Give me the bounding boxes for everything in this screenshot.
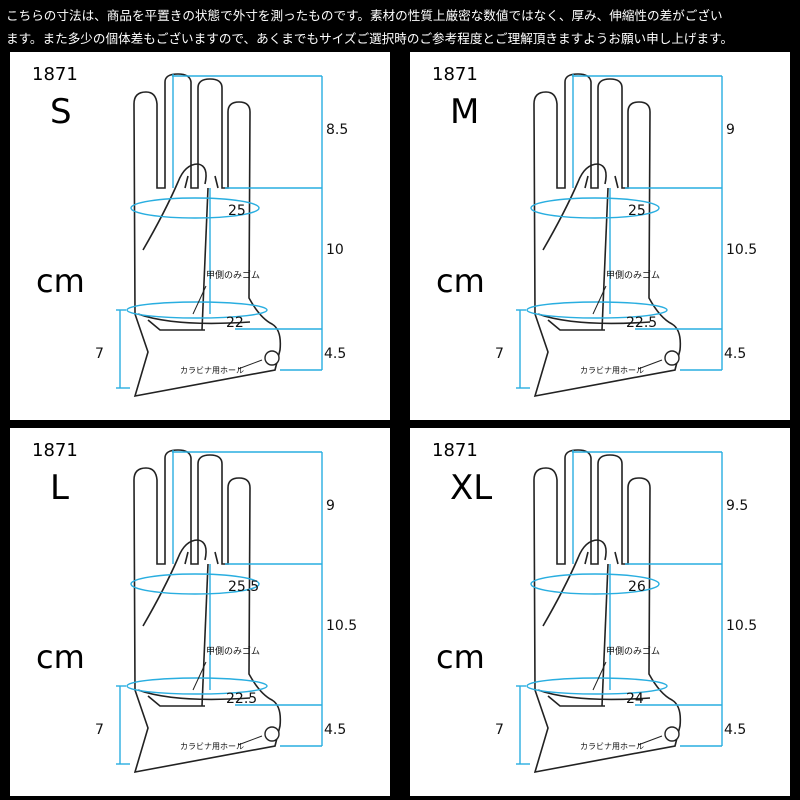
label-cuff-height: 4.5 [324, 722, 346, 738]
label-wrist-girth: 22.5 [226, 691, 257, 707]
label-finger-length: 9.5 [726, 498, 748, 514]
label-finger-length: 9 [326, 498, 335, 514]
label-rubber: 甲側のみゴム [606, 645, 660, 657]
label-rubber: 甲側のみゴム [206, 645, 260, 657]
carabiner-hole-icon [664, 726, 680, 742]
label-carabiner-hole: カラビナ用ホール [580, 742, 644, 751]
thumb-line [542, 539, 607, 627]
rubber-pointer [592, 661, 607, 691]
finger-gaps [584, 551, 619, 565]
wrist-girth-ring [126, 301, 268, 319]
label-wrist-girth: 22.5 [626, 315, 657, 331]
label-cuff-height: 4.5 [724, 722, 746, 738]
size-name: L [50, 468, 69, 508]
label-palm-length: 10.5 [726, 618, 757, 634]
label-cuff-length: 7 [95, 722, 104, 738]
size-panel-xl: 9.5 26 10.5 甲側のみゴム 24 4.5 7 カラビナ用ホール 187… [410, 428, 790, 796]
size-name: XL [450, 468, 493, 508]
product-code: 1871 [432, 64, 478, 85]
cuff-seam [537, 689, 651, 707]
label-hand-girth: 26 [628, 579, 646, 595]
product-code: 1871 [32, 64, 78, 85]
glove-diagram: 9 25 10.5 甲側のみゴム 22.5 4.5 7 カラビナ用ホール [495, 73, 757, 398]
label-wrist-girth: 24 [626, 691, 644, 707]
glove-outline [533, 73, 682, 398]
unit-label: cm [436, 638, 485, 676]
back-seam [601, 563, 609, 707]
glove-outline [133, 449, 282, 774]
label-finger-length: 8.5 [326, 122, 348, 138]
hand-girth-ring [530, 573, 660, 595]
back-seam [201, 563, 209, 707]
hand-girth-ring [130, 197, 260, 219]
thumb-line [142, 539, 207, 627]
label-carabiner-hole: カラビナ用ホール [180, 366, 244, 375]
back-seam [201, 187, 209, 331]
label-rubber: 甲側のみゴム [606, 269, 660, 281]
hand-girth-ring [130, 573, 260, 595]
product-code: 1871 [32, 440, 78, 461]
size-name: M [450, 92, 480, 132]
cuff-seam [537, 313, 651, 331]
size-panel-m: 9 25 10.5 甲側のみゴム 22.5 4.5 7 カラビナ用ホール 187… [410, 52, 790, 420]
wrist-girth-ring [526, 677, 668, 695]
label-carabiner-hole: カラビナ用ホール [180, 742, 244, 751]
carabiner-hole-icon [664, 350, 680, 366]
thumb-line [142, 163, 207, 251]
label-finger-length: 9 [726, 122, 735, 138]
label-rubber: 甲側のみゴム [206, 269, 260, 281]
glove-outline [533, 449, 682, 774]
rubber-pointer [192, 661, 207, 691]
unit-label: cm [436, 262, 485, 300]
carabiner-hole-icon [264, 726, 280, 742]
label-cuff-length: 7 [495, 346, 504, 362]
hole-pointer [237, 359, 263, 370]
rubber-pointer [192, 285, 207, 315]
cuff-seam [137, 313, 251, 331]
size-panel-s: 8.5 25 10 甲側のみゴム 22 4.5 7 カラビナ用ホール 1871 … [10, 52, 390, 420]
size-panel-l: 9 25.5 10.5 甲側のみゴム 22.5 4.5 7 カラビナ用ホール 1… [10, 428, 390, 796]
thumb-line [542, 163, 607, 251]
wrist-girth-ring [126, 677, 268, 695]
cuff-seam [137, 689, 251, 707]
label-palm-length: 10.5 [326, 618, 357, 634]
label-hand-girth: 25 [628, 203, 646, 219]
product-code: 1871 [432, 440, 478, 461]
carabiner-hole-icon [264, 350, 280, 366]
label-cuff-length: 7 [95, 346, 104, 362]
label-cuff-height: 4.5 [724, 346, 746, 362]
glove-diagram: 9.5 26 10.5 甲側のみゴム 24 4.5 7 カラビナ用ホール [495, 449, 757, 774]
glove-outline [133, 73, 282, 398]
glove-diagram: 9 25.5 10.5 甲側のみゴム 22.5 4.5 7 カラビナ用ホール [95, 449, 357, 774]
label-cuff-height: 4.5 [324, 346, 346, 362]
finger-gaps [184, 175, 219, 189]
notice-line-1: こちらの寸法は、商品を平置きの状態で外寸を測ったものです。素材の性質上厳密な数値… [6, 8, 723, 23]
size-notice: こちらの寸法は、商品を平置きの状態で外寸を測ったものです。素材の性質上厳密な数値… [6, 4, 796, 50]
rubber-pointer [592, 285, 607, 315]
unit-label: cm [36, 262, 85, 300]
hole-pointer [237, 735, 263, 746]
label-carabiner-hole: カラビナ用ホール [580, 366, 644, 375]
unit-label: cm [36, 638, 85, 676]
finger-gaps [584, 175, 619, 189]
wrist-girth-ring [526, 301, 668, 319]
label-palm-length: 10.5 [726, 242, 757, 258]
label-hand-girth: 25.5 [228, 579, 259, 595]
back-seam [601, 187, 609, 331]
hand-girth-ring [530, 197, 660, 219]
label-cuff-length: 7 [495, 722, 504, 738]
size-name: S [50, 92, 72, 132]
notice-line-2: ます。また多少の個体差もございますので、あくまでもサイズご選択時のご参考程度とご… [6, 31, 734, 46]
label-wrist-girth: 22 [226, 315, 244, 331]
glove-diagram: 8.5 25 10 甲側のみゴム 22 4.5 7 カラビナ用ホール [95, 73, 348, 398]
label-palm-length: 10 [326, 242, 344, 258]
finger-gaps [184, 551, 219, 565]
label-hand-girth: 25 [228, 203, 246, 219]
hole-pointer [637, 359, 663, 370]
hole-pointer [637, 735, 663, 746]
